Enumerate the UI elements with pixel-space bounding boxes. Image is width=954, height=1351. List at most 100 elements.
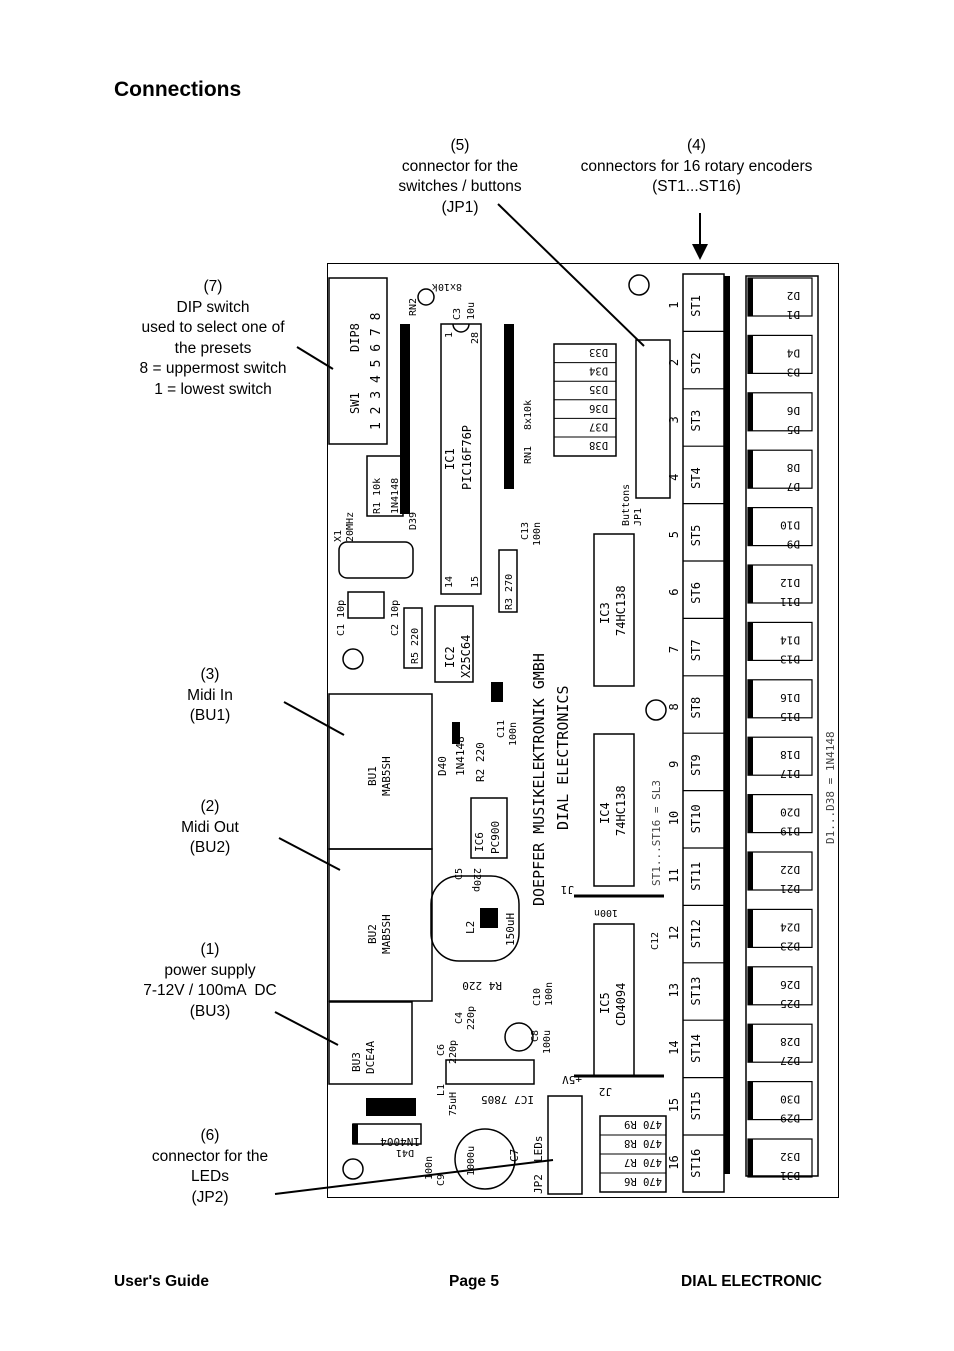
label-c8-val: 100u [542,1030,553,1054]
callout-line: 8 = uppermost switch [139,360,287,377]
encoder-number: 4 [667,474,681,481]
encoder-label-st2: ST2 [689,352,703,374]
label-leds: LEDs [532,1136,545,1163]
label-c4: C4 [454,1012,465,1024]
diode-band [748,565,753,603]
diode-label-d13: D13 [780,652,800,665]
callout-encoders: (4)connectors for 16 rotary encoders(ST1… [560,136,833,198]
label-c9-val: 100n [424,1156,435,1180]
label-r5: R5 220 [410,628,421,664]
label-ic1-p1: 1 [444,332,455,338]
label-maker-line2: DIAL ELECTRONICS [554,686,572,831]
label-ic1-p14: 14 [444,576,455,588]
footer-left: User's Guide [114,1273,209,1290]
diode-label-d22: D22 [780,863,800,876]
page-title: Connections [114,78,242,101]
label-c12-val: 100n [594,907,618,918]
encoder-number: 2 [667,359,681,366]
callout-line: Midi Out [181,818,239,836]
diode-label-d1: D1 [787,308,800,321]
footer-right: DIAL ELECTRONIC [681,1273,822,1290]
label-st-note: ST1...ST16 = SL3 [650,780,663,886]
callout-line: LEDs [191,1168,229,1185]
diode-pair [747,507,813,547]
label-jp1: JP1 [633,508,644,526]
button-diode-d35: D35 [589,383,608,395]
encoder-number: 15 [667,1098,681,1112]
diode-pair [747,736,813,776]
label-rn2: RN2 [408,298,419,316]
diode-pair [747,449,813,489]
diode-band [748,507,753,546]
label-d40-type: 1N4148 [454,736,467,776]
label-r3: R3 270 [504,574,515,610]
callout-line: the presets [174,339,252,357]
diode-band [748,1139,753,1177]
label-l2-val: 150uH [504,913,517,946]
diode-band [748,1081,753,1120]
callout-line: (6) [200,1127,220,1144]
diode-label-d32: D32 [780,1150,800,1163]
label-j2: J2 [599,1085,612,1098]
label-c6-val: 220p [448,1040,459,1064]
diode-label-d2: D2 [787,289,800,302]
diode-label-d20: D20 [780,806,800,819]
callout-line: (BU3) [189,1002,231,1020]
callout-line: used to select one of [141,319,285,336]
diode-label-d4: D4 [786,346,800,359]
diode-label-d26: D26 [780,978,800,991]
resistor-label: 470 R6 [624,1175,662,1187]
label-dip-numbers: 1 2 3 4 5 6 7 8 [369,313,384,430]
diode-label-d17: D17 [780,767,800,780]
diode-label-d28: D28 [780,1035,800,1048]
diode-label-d3: D3 [787,365,800,378]
label-c8: C8 [530,1030,541,1042]
diode-label-d30: D30 [780,1093,800,1106]
callout-midi-in: (3)Midi In(BU1) [160,665,260,727]
encoder-label-st12: ST12 [689,919,703,948]
callout-line: 1 = lowest switch [154,380,272,398]
label-dip: DIP8 [348,323,362,352]
encoder-label-st7: ST7 [689,639,703,661]
encoder-number: 3 [667,416,681,423]
encoder-label-st8: ST8 [689,697,703,719]
diode-band [748,679,753,718]
callout-line: (BU2) [189,839,231,856]
diode-pair [747,1138,813,1178]
diode-label-d15: D15 [780,710,800,723]
callout-line: (JP2) [191,1188,229,1206]
diode-band [748,392,753,431]
label-maker-line1: DOEPFER MUSIKELEKTRONIK GMBH [530,653,548,906]
label-c6: C6 [436,1044,447,1056]
label-c10-val: 100n [544,982,555,1006]
callout-line: (ST1...ST16) [652,178,741,195]
diode-label-d19: D19 [780,825,800,838]
label-ic4: IC4 [598,802,612,824]
encoder-number: 12 [667,926,681,940]
label-jp2: JP2 [532,1174,545,1194]
label-c10: C10 [532,988,543,1006]
diode-label-d8: D8 [787,461,800,474]
label-c3: C3 [452,308,463,320]
callout-line: connectors for 16 rotary encoders [580,157,813,175]
button-diode-d37: D37 [589,420,608,432]
label-rn1: RN1 [523,446,534,464]
callout-line: (7) [203,278,223,295]
diode-label-d14: D14 [780,633,800,646]
label-c11-val: 100n [508,722,519,746]
diode-pair [747,392,813,432]
diode-label-d27: D27 [780,1054,800,1067]
diode-label-d5: D5 [787,423,800,436]
encoder-label-st13: ST13 [689,977,703,1006]
diode-label-d11: D11 [780,595,800,608]
resistor-label: 470 R7 [624,1156,662,1168]
label-diode-note: D1...D38 = 1N4148 [824,731,837,844]
diode-band [748,278,753,316]
callout-line: DIP switch [176,298,250,316]
callout-dip-switch: (7) DIP switch used to select one of the pr… [118,277,308,400]
encoder-label-st15: ST15 [689,1091,703,1120]
label-ic1-p28: 28 [470,332,481,344]
label-l2: L2 [464,921,477,934]
